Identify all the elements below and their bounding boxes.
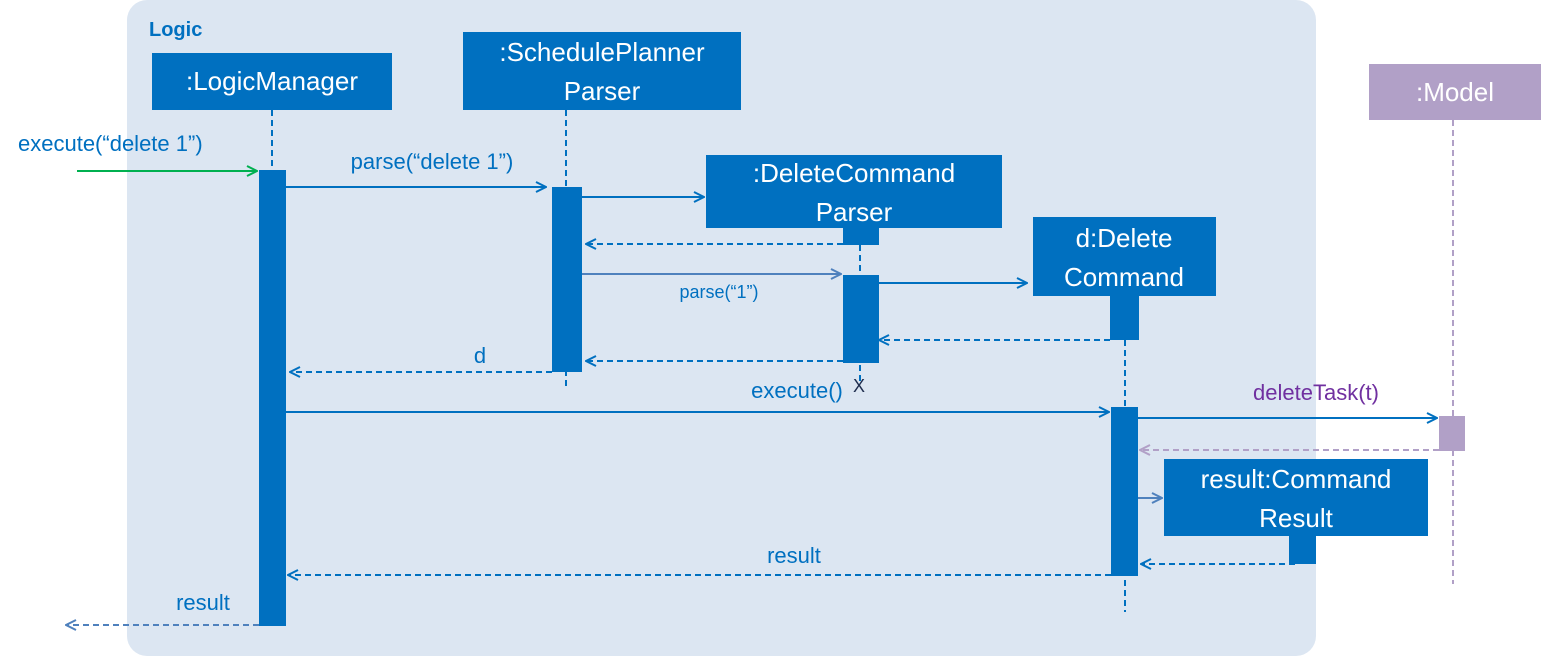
label-result-1: result bbox=[767, 543, 821, 568]
destroy-mark: X bbox=[853, 376, 865, 396]
delete-parser-tab bbox=[843, 226, 879, 245]
delete-command-tab bbox=[1110, 294, 1139, 340]
parser-label-line1: :SchedulePlanner bbox=[499, 37, 705, 67]
frame-label: Logic bbox=[149, 19, 202, 41]
delete-parser-label-line1: :DeleteCommand bbox=[753, 158, 955, 188]
label-parse-1: parse(“delete 1”) bbox=[351, 149, 514, 174]
delete-command-box bbox=[1033, 217, 1216, 296]
command-result-label-line2: Result bbox=[1259, 503, 1333, 533]
model-box bbox=[1369, 64, 1541, 120]
parser-box bbox=[463, 32, 741, 110]
delete-command-label-line2: Command bbox=[1064, 262, 1184, 292]
label-parse-2: parse(“1”) bbox=[679, 282, 758, 302]
delete-parser-label-line2: Parser bbox=[816, 197, 893, 227]
activation-delete-command bbox=[1111, 407, 1138, 576]
parser-label-line2: Parser bbox=[564, 76, 641, 106]
command-result-tab bbox=[1289, 534, 1316, 564]
label-return-d: d bbox=[474, 343, 486, 368]
logic-manager-label: :LogicManager bbox=[186, 66, 358, 96]
delete-command-label-line1: d:Delete bbox=[1076, 223, 1173, 253]
delete-parser-box bbox=[706, 155, 1002, 228]
label-execute: execute() bbox=[751, 378, 843, 403]
command-result-label-line1: result:Command bbox=[1201, 464, 1392, 494]
label-delete-task: deleteTask(t) bbox=[1253, 380, 1379, 405]
logic-frame bbox=[127, 0, 1316, 656]
model-label: :Model bbox=[1416, 77, 1494, 107]
label-execute-in: execute(“delete 1”) bbox=[18, 131, 203, 156]
activation-parser bbox=[552, 187, 582, 372]
activation-model bbox=[1439, 416, 1465, 451]
activation-logic-manager bbox=[259, 170, 286, 626]
label-result-2: result bbox=[176, 590, 230, 615]
command-result-box bbox=[1164, 459, 1428, 536]
logic-manager-box bbox=[152, 53, 392, 110]
activation-delete-parser bbox=[843, 275, 879, 363]
